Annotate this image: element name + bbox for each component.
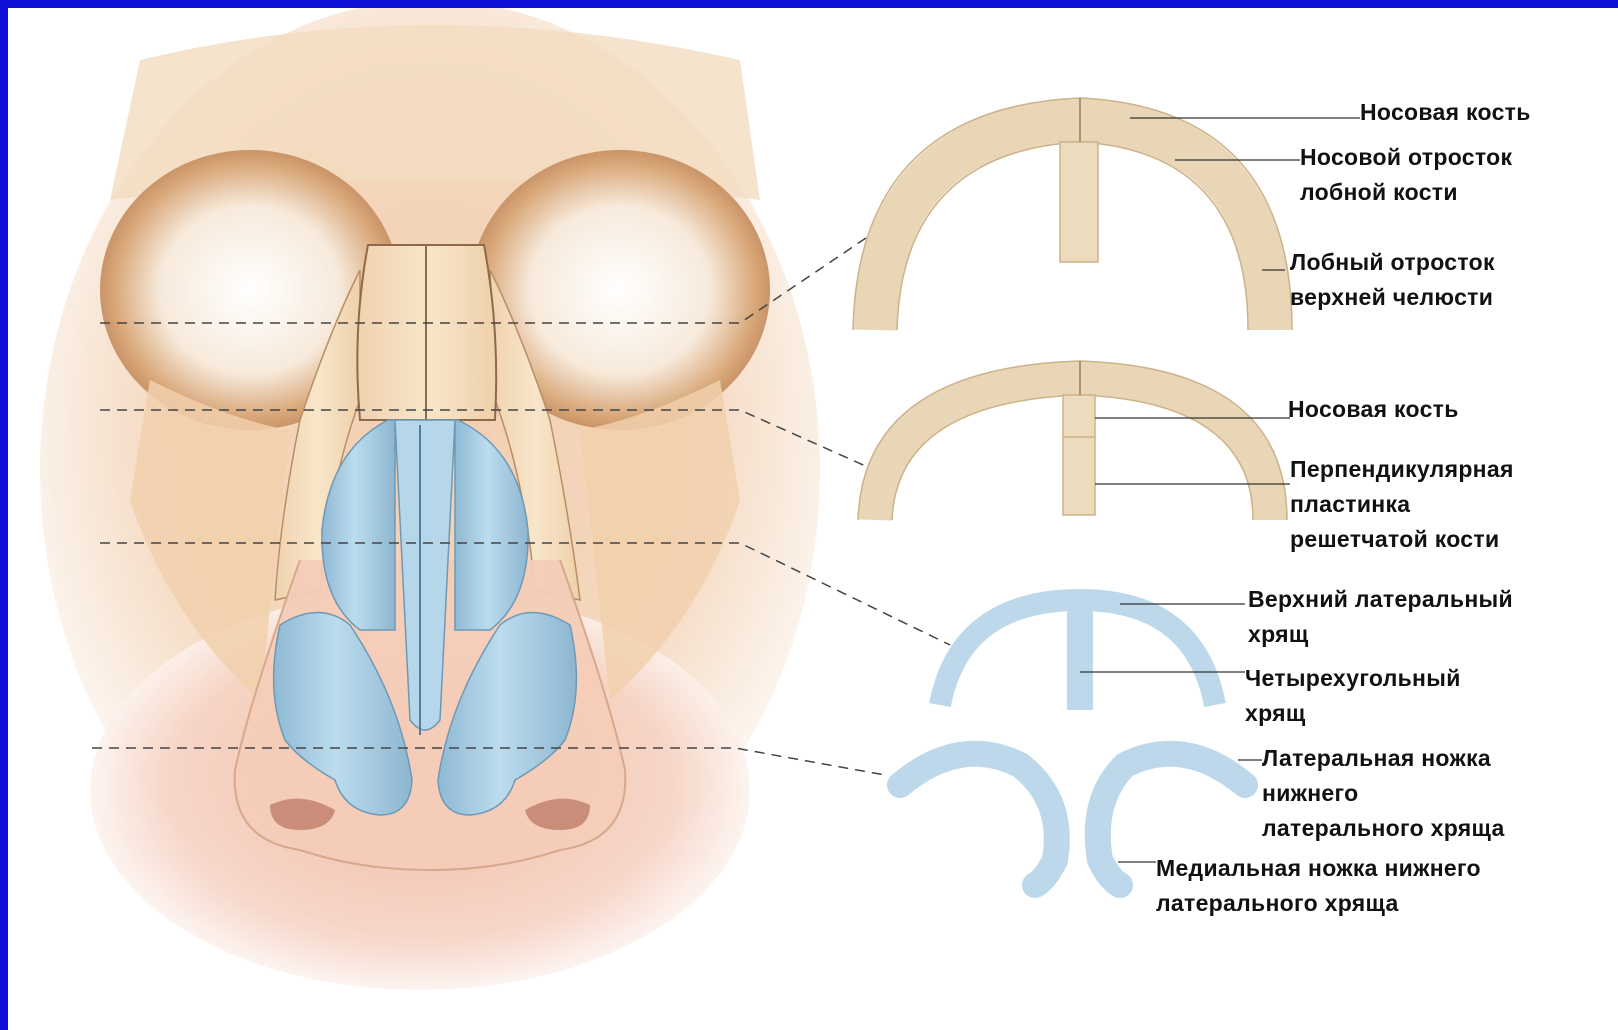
- label-medial-crus-line1: Медиальная ножка нижнего: [1156, 850, 1481, 886]
- label-ethmoid-plate-line3: решетчатой кости: [1290, 521, 1499, 557]
- cross-section-3: [940, 595, 1215, 710]
- section4-left-crus: [900, 754, 1057, 885]
- label-maxilla-frontal-process-line2: верхней челюсти: [1290, 279, 1493, 315]
- cross-section-2: [858, 361, 1287, 520]
- section1-septum: [1060, 142, 1098, 262]
- label-nasal-bone-mid: Носовая кость: [1288, 391, 1459, 427]
- label-ethmoid-plate-line2: пластинка: [1290, 486, 1410, 522]
- label-frontal-nasal-process-line1: Носовой отросток: [1300, 139, 1512, 175]
- label-lateral-crus-line2: нижнего: [1262, 775, 1358, 811]
- label-nasal-bone-top: Носовая кость: [1360, 94, 1531, 130]
- section2-septum: [1063, 395, 1095, 515]
- label-frontal-nasal-process-line2: лобной кости: [1300, 174, 1458, 210]
- label-maxilla-frontal-process-line1: Лобный отросток: [1290, 244, 1495, 280]
- label-quadrangular-cartilage-line2: хрящ: [1245, 695, 1306, 731]
- label-ethmoid-plate-line1: Перпендикулярная: [1290, 451, 1514, 487]
- label-upper-lateral-cartilage-line2: хрящ: [1248, 616, 1309, 652]
- section3-septum: [1067, 595, 1093, 710]
- label-upper-lateral-cartilage-line1: Верхний латеральный: [1248, 581, 1513, 617]
- label-lateral-crus-line3: латерального хряща: [1262, 810, 1505, 846]
- label-quadrangular-cartilage-line1: Четырехугольный: [1245, 660, 1461, 696]
- slide-canvas: Носовая кость Носовой отросток лобной ко…: [8, 8, 1618, 1030]
- label-lateral-crus-line1: Латеральная ножка: [1262, 740, 1491, 776]
- cross-section-1: [853, 98, 1292, 330]
- label-medial-crus-line2: латерального хряща: [1156, 885, 1399, 921]
